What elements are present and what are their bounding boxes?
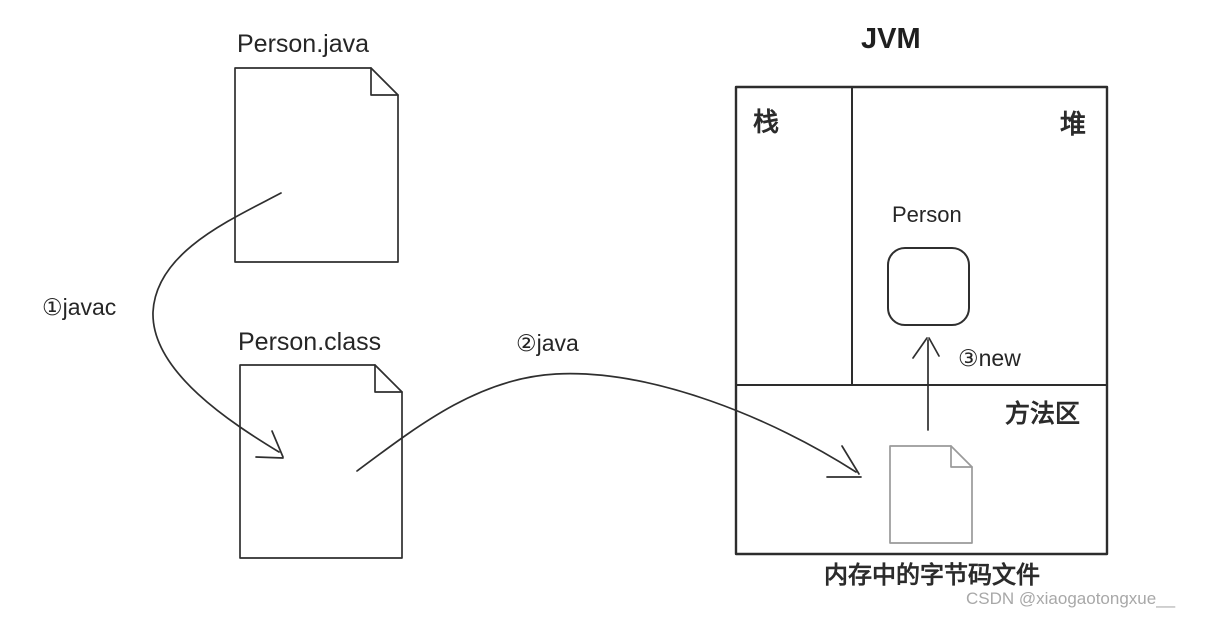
csdn-watermark: CSDN @xiaogaotongxue__ bbox=[966, 589, 1176, 608]
class-file-icon bbox=[239, 364, 403, 559]
java-arrow bbox=[356, 372, 862, 478]
bytecode-caption: 内存中的字节码文件 bbox=[824, 562, 1040, 589]
class-file-label: Person.class bbox=[238, 328, 382, 356]
person-object-box bbox=[887, 247, 970, 326]
java-source-file-icon bbox=[234, 67, 399, 263]
step-new-label: ③new bbox=[958, 345, 1021, 371]
jvm-heap-label: 堆 bbox=[1060, 109, 1087, 139]
bytecode-file-icon bbox=[889, 445, 973, 544]
javac-arrow bbox=[152, 192, 284, 459]
step-java-label: ②java bbox=[516, 330, 579, 356]
jvm-box bbox=[734, 85, 1109, 556]
step-javac-label: ①javac bbox=[42, 294, 117, 320]
source-file-label: Person.java bbox=[237, 30, 370, 58]
new-arrow bbox=[912, 337, 940, 431]
jvm-stack-label: 栈 bbox=[753, 107, 780, 137]
person-object-label: Person bbox=[892, 202, 962, 227]
jvm-title: JVM bbox=[861, 23, 921, 55]
jvm-method-area-label: 方法区 bbox=[1005, 400, 1081, 428]
